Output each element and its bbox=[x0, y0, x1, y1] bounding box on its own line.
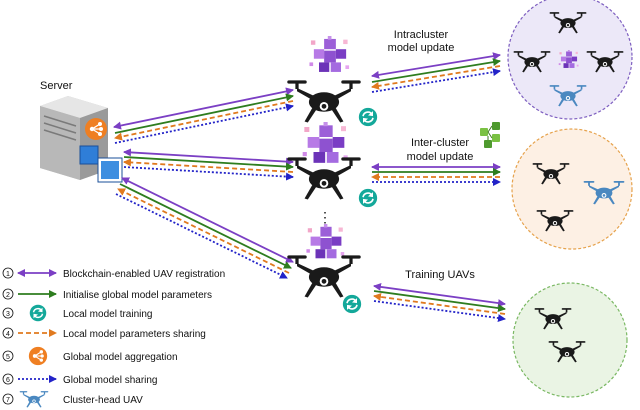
blockchain-blocks-icon bbox=[309, 36, 350, 72]
legend-aggregation-icon bbox=[28, 346, 48, 366]
model-update-network-icon bbox=[480, 122, 500, 148]
more-clusters-dots: ⋮ bbox=[318, 209, 332, 225]
legend-cluster-head-uav-icon bbox=[19, 391, 49, 408]
legend-text: Initialise global model parameters bbox=[63, 290, 212, 301]
uav-cluster-3 bbox=[512, 282, 628, 398]
training-uavs-label: Training UAVs bbox=[405, 269, 475, 281]
legend-item-local-sharing: 4 Local model parameters sharing bbox=[2, 327, 206, 340]
cluster-head-uav-icon bbox=[287, 255, 361, 298]
local-training-icon bbox=[358, 107, 378, 127]
legend-number: 1 bbox=[6, 271, 10, 278]
uav-cluster-arrows bbox=[371, 52, 506, 323]
legend: 1 Blockchain-enabled UAV registration 2 … bbox=[2, 267, 225, 408]
legend-item-initialise: 2 Initialise global model parameters bbox=[2, 288, 212, 301]
legend-text: Global model aggregation bbox=[63, 352, 178, 363]
legend-item-global-sharing: 6 Global model sharing bbox=[2, 373, 158, 386]
legend-item-aggregation: 5 Global model aggregation bbox=[2, 346, 178, 366]
local-training-icon bbox=[342, 294, 362, 314]
legend-item-cluster-head: 7 Cluster-head UAV bbox=[2, 391, 143, 408]
legend-item-registration: 1 Blockchain-enabled UAV registration bbox=[2, 267, 225, 280]
cluster-head-uav-icon bbox=[287, 157, 361, 200]
legend-text: Local model parameters sharing bbox=[63, 329, 206, 340]
local-training-icon bbox=[358, 188, 378, 208]
server-window-icon bbox=[79, 145, 123, 183]
legend-number: 2 bbox=[6, 292, 10, 299]
global-aggregation-icon bbox=[84, 117, 108, 141]
legend-number: 4 bbox=[6, 331, 10, 338]
uav-cluster-2 bbox=[511, 128, 633, 250]
server-label: Server bbox=[40, 80, 73, 92]
legend-number: 6 bbox=[6, 377, 10, 384]
intracluster-label-line1: Intracluster bbox=[394, 29, 449, 41]
legend-sync-icon bbox=[29, 304, 47, 322]
intercluster-label-line1: Inter-cluster bbox=[411, 137, 469, 149]
blockchain-blocks-icon bbox=[302, 122, 348, 163]
legend-item-local-training: 3 Local model training bbox=[2, 304, 153, 322]
legend-text: Blockchain-enabled UAV registration bbox=[63, 269, 225, 280]
legend-number: 7 bbox=[6, 397, 10, 404]
legend-text: Global model sharing bbox=[63, 375, 158, 386]
server-uav-arrows bbox=[113, 87, 294, 279]
blockchain-blocks-icon bbox=[306, 224, 345, 259]
legend-number: 3 bbox=[6, 311, 10, 318]
intracluster-label-line2: model update bbox=[388, 42, 455, 54]
cluster-head-uav-icon bbox=[287, 80, 361, 123]
intercluster-label-line2: model update bbox=[407, 151, 474, 163]
legend-number: 5 bbox=[6, 354, 10, 361]
legend-text: Cluster-head UAV bbox=[63, 395, 143, 406]
legend-text: Local model training bbox=[63, 309, 153, 320]
